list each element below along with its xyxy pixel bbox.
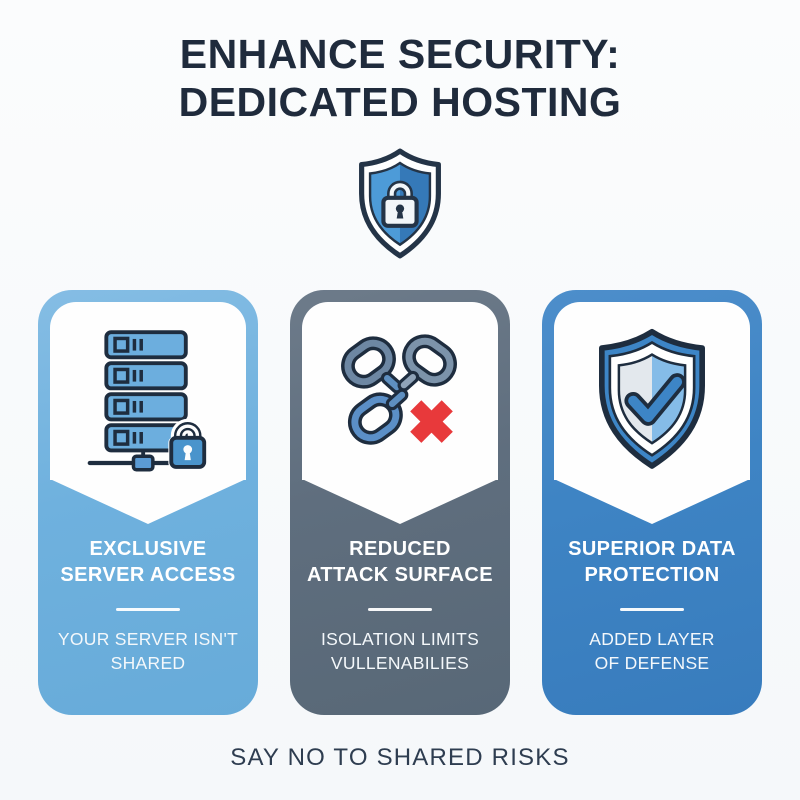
card-title-line1: EXCLUSIVE: [89, 538, 207, 560]
card-title-line2: ATTACK SURFACE: [307, 564, 493, 587]
card-title: REDUCED ATTACK SURFACE: [298, 536, 502, 589]
card-title-line2: SERVER ACCESS: [60, 564, 236, 587]
card-title-line2: PROTECTION: [584, 564, 720, 587]
shield-check-icon: [542, 328, 762, 478]
footer-tagline: SAY NO TO SHARED RISKS: [230, 744, 570, 771]
card-exclusive-server-access: EXCLUSIVE SERVER ACCESS YOUR SERVER ISN'…: [38, 290, 258, 715]
card-title: EXCLUSIVE SERVER ACCESS: [46, 536, 250, 589]
card-subtitle: ISOLATION LIMITS VULLENABILIES: [296, 627, 504, 675]
card-subtitle: ADDED LAYER OF DEFENSE: [548, 627, 756, 675]
card-subtitle-line1: YOUR SERVER ISN'T: [57, 629, 239, 649]
card-reduced-attack-surface: REDUCED ATTACK SURFACE ISOLATION LIMITS …: [290, 290, 510, 715]
card-title-line1: REDUCED: [349, 538, 451, 560]
card-title: SUPERIOR DATA PROTECTION: [550, 536, 754, 589]
shield-lock-icon: [348, 148, 452, 265]
card-subtitle-line1: ISOLATION LIMITS: [320, 629, 480, 649]
card-divider: [116, 608, 180, 611]
card-title-line1: SUPERIOR DATA: [568, 538, 736, 560]
card-subtitle-line2: VULLENABILIES: [330, 653, 470, 674]
feature-cards-row: EXCLUSIVE SERVER ACCESS YOUR SERVER ISN'…: [38, 290, 762, 715]
card-subtitle: YOUR SERVER ISN'T SHARED: [44, 627, 252, 675]
page-title: ENHANCE SECURITY: DEDICATED HOSTING: [0, 30, 800, 127]
card-divider: [620, 608, 684, 611]
broken-chain-icon: [290, 328, 510, 478]
card-subtitle-line2: SHARED: [110, 653, 186, 674]
page-title-line2: DEDICATED HOSTING: [178, 79, 622, 126]
card-panel-chevron: [50, 479, 246, 524]
red-x-mark: [410, 400, 453, 443]
card-subtitle-line1: ADDED LAYER: [589, 629, 715, 649]
card-panel-chevron: [554, 479, 750, 524]
server-lock-icon: [38, 328, 258, 478]
page-title-line1: ENHANCE SECURITY:: [179, 31, 621, 77]
card-divider: [368, 608, 432, 611]
card-subtitle-line2: OF DEFENSE: [594, 653, 710, 674]
card-superior-data-protection: SUPERIOR DATA PROTECTION ADDED LAYER OF …: [542, 290, 762, 715]
card-panel-chevron: [302, 479, 498, 524]
